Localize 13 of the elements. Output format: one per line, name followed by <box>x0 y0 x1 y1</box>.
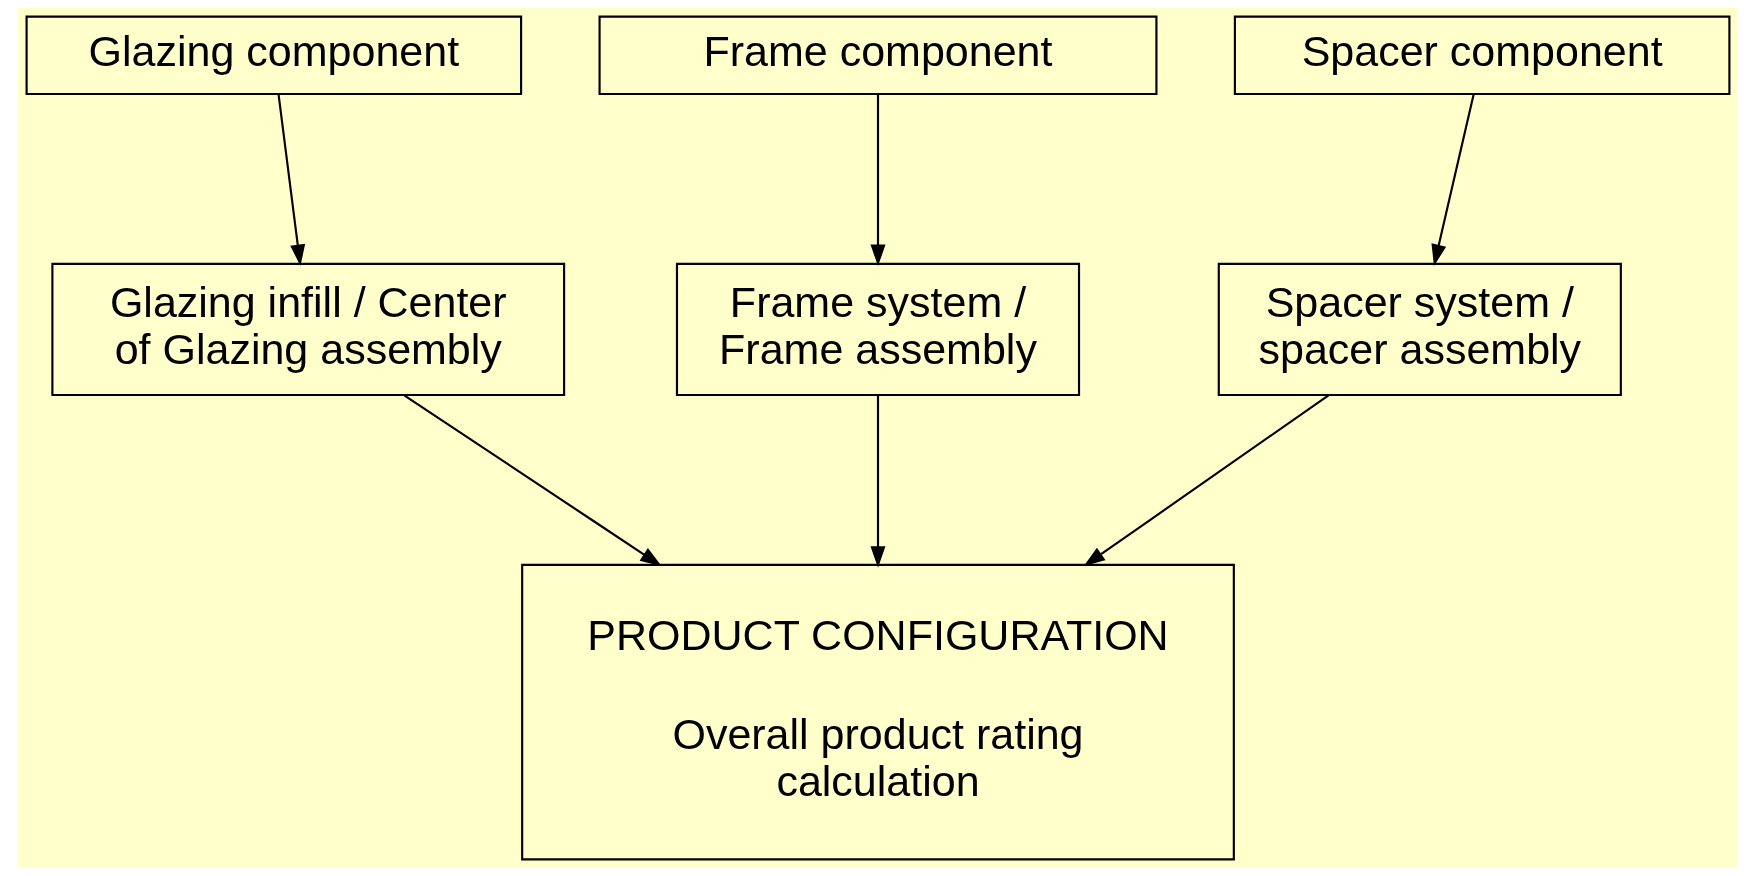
node-box: Frame component <box>598 15 1157 96</box>
arrow <box>1430 94 1475 266</box>
arrow <box>277 94 305 267</box>
node-box: Spacer system / spacer assembly <box>1217 262 1622 397</box>
node-box: PRODUCT CONFIGURATION Overall product rating calculation <box>520 563 1235 861</box>
arrow <box>403 394 662 567</box>
arrow <box>1083 394 1329 567</box>
node-box: Frame system / Frame assembly <box>675 262 1080 397</box>
node-box: Spacer component <box>1233 15 1730 96</box>
arrow <box>869 395 886 568</box>
arrow <box>869 94 886 267</box>
node-box: Glazing component <box>25 15 522 96</box>
node-box: Glazing infill / Center of Glazing assembly <box>50 262 565 397</box>
